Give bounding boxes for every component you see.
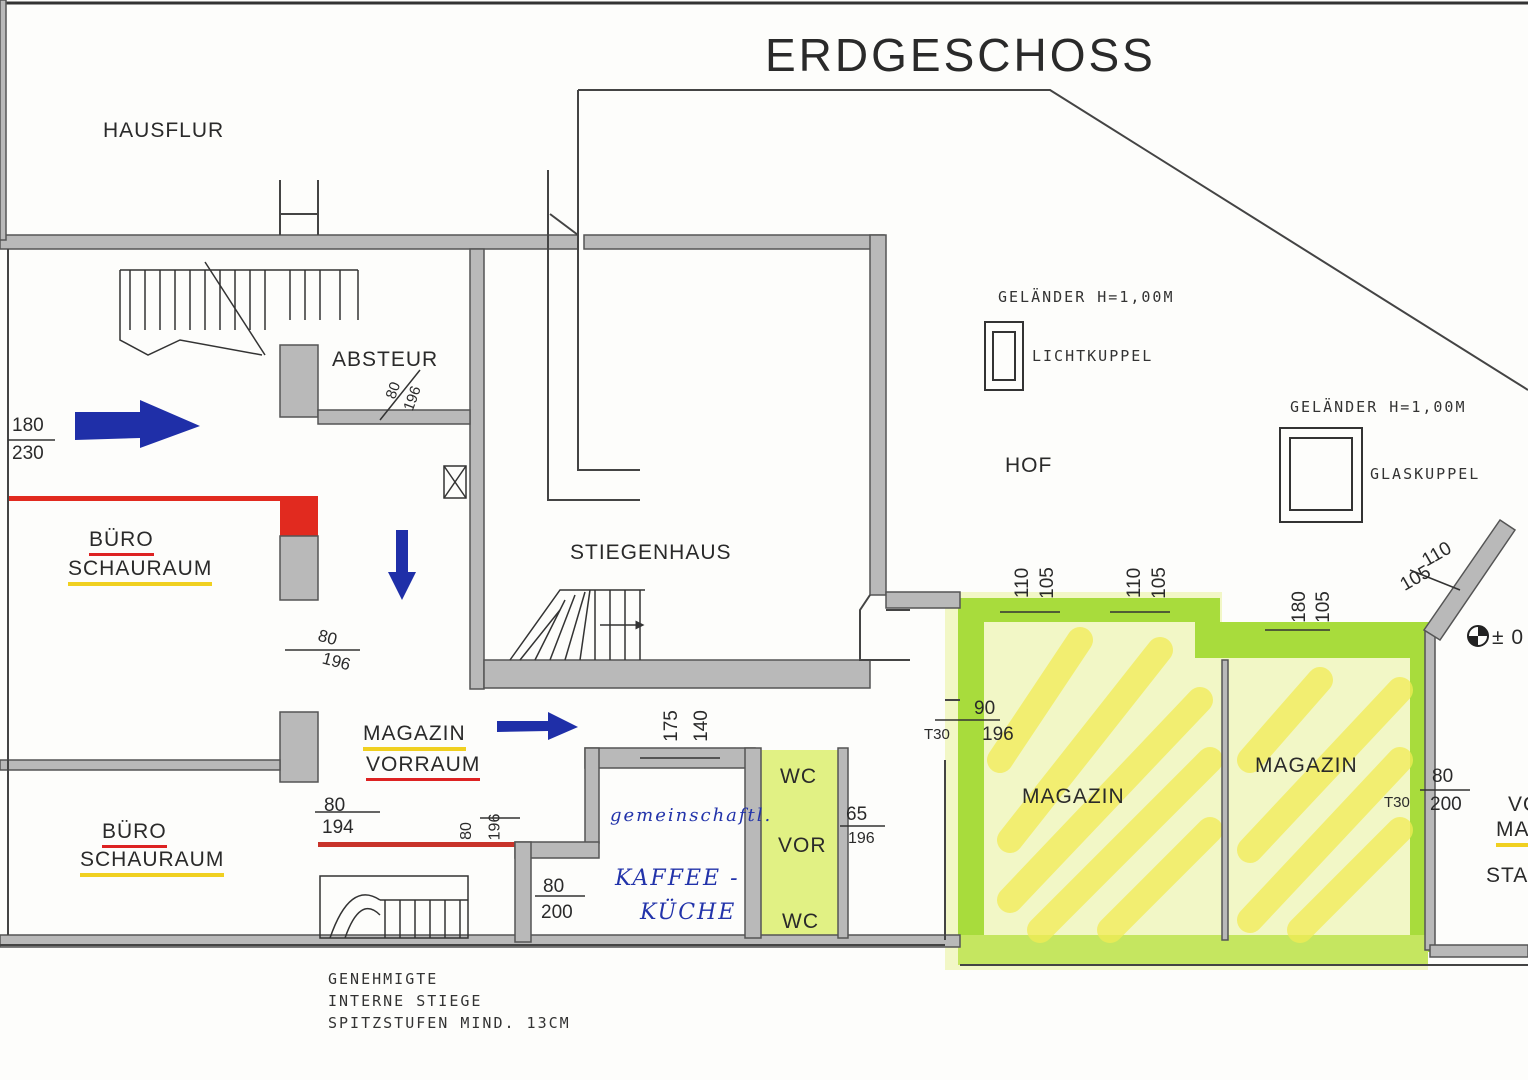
- note-gelaender-2: GELÄNDER H=1,00M: [1290, 398, 1467, 416]
- room-magazin-1: MAGAZIN: [1022, 785, 1125, 808]
- room-absteur: ABSTEUR: [332, 348, 439, 371]
- dim-door-194: 194: [322, 817, 354, 838]
- room-hausflur: HAUSFLUR: [103, 119, 225, 142]
- room-magazin-vorraum-b: VORRAUM: [366, 753, 481, 781]
- note-lichtkuppel: LICHTKUPPEL: [1032, 347, 1154, 365]
- stairs-stiegenhaus: [509, 589, 645, 661]
- red-wall-block: [280, 496, 318, 536]
- level-label: ± 0: [1492, 626, 1525, 649]
- dim-window-105-c: 105: [1312, 591, 1334, 623]
- dim-window-140: 140: [690, 710, 712, 742]
- room-buero-2-label: BÜRO: [102, 820, 167, 848]
- shaft-box: [443, 465, 467, 499]
- room-stiegenhaus: STIEGENHAUS: [570, 541, 732, 564]
- dim-kitchen-80: 80: [543, 876, 565, 897]
- plan-title: ERDGESCHOSS: [765, 29, 1156, 81]
- dim-t30-b: T30: [1384, 794, 1410, 811]
- thin-lines: [0, 89, 1528, 966]
- dim-t30-a: T30: [924, 726, 950, 743]
- footer-note-2: INTERNE STIEGE: [328, 992, 483, 1010]
- dim-kitchen-200: 200: [541, 902, 573, 923]
- dim-wc-65: 65: [846, 804, 868, 825]
- glaskuppel-box: [1279, 427, 1363, 523]
- room-magazin-2: MAGAZIN: [1255, 754, 1358, 777]
- dim-stair-196: 196: [486, 813, 504, 841]
- level-symbol: [1467, 625, 1489, 647]
- room-magazin-vorraum-a: MAGAZIN: [363, 722, 466, 751]
- dim-window-110-a: 110: [1012, 567, 1034, 599]
- dim-230: 230: [12, 443, 44, 464]
- red-wall-line-2: [318, 842, 518, 847]
- footer-note-1: GENEHMIGTE: [328, 970, 439, 988]
- magazin-hatching: [987, 627, 1413, 943]
- dim-door-80: 80: [324, 795, 346, 816]
- dim-magazin-door-196: 196: [982, 724, 1014, 745]
- note-gelaender-1: GELÄNDER H=1,00M: [998, 288, 1175, 306]
- room-schauraum-1-label: SCHAURAUM: [68, 557, 213, 586]
- stairs-bottom: [319, 875, 469, 939]
- room-edge-ma: MA: [1496, 818, 1528, 847]
- stairs-hausflur: [119, 261, 359, 356]
- arrows: [75, 400, 578, 740]
- dim-window-110-b: 110: [1124, 567, 1146, 599]
- dim-right-80: 80: [1432, 766, 1454, 787]
- note-kaffee-2: KAFFEE -: [615, 866, 740, 891]
- note-glaskuppel: GLASKUPPEL: [1370, 465, 1481, 483]
- red-wall-line: [8, 496, 284, 501]
- dim-180: 180: [12, 415, 44, 436]
- dim-window-105-a: 105: [1036, 567, 1058, 599]
- dimension-lines: [8, 369, 1470, 897]
- dim-window-105-b: 105: [1148, 567, 1170, 599]
- dim-stair-80: 80: [457, 822, 475, 840]
- room-edge-sta: STA: [1486, 864, 1528, 887]
- dim-window-175: 175: [660, 710, 682, 742]
- room-hof: HOF: [1005, 454, 1053, 477]
- lichtkuppel-box: [984, 321, 1024, 391]
- note-kaffee-1: gemeinschaftl.: [610, 805, 773, 826]
- room-buero-1-label: BÜRO: [89, 528, 154, 556]
- room-wc-2: WC: [782, 910, 819, 933]
- room-schauraum-2-label: SCHAURAUM: [80, 848, 225, 877]
- note-kaffee-3: KÜCHE: [640, 900, 737, 925]
- dim-right-200: 200: [1430, 794, 1462, 815]
- room-vor: VOR: [778, 834, 827, 857]
- diagonal-wall: [1422, 518, 1517, 642]
- room-wc-1: WC: [780, 765, 817, 788]
- footer-note-3: SPITZSTUFEN MIND. 13CM: [328, 1014, 571, 1032]
- room-edge-vo: VO: [1508, 793, 1528, 816]
- dim-wc-196: 196: [848, 830, 875, 847]
- dim-magazin-door-90: 90: [974, 698, 996, 719]
- dim-window-180: 180: [1288, 591, 1310, 623]
